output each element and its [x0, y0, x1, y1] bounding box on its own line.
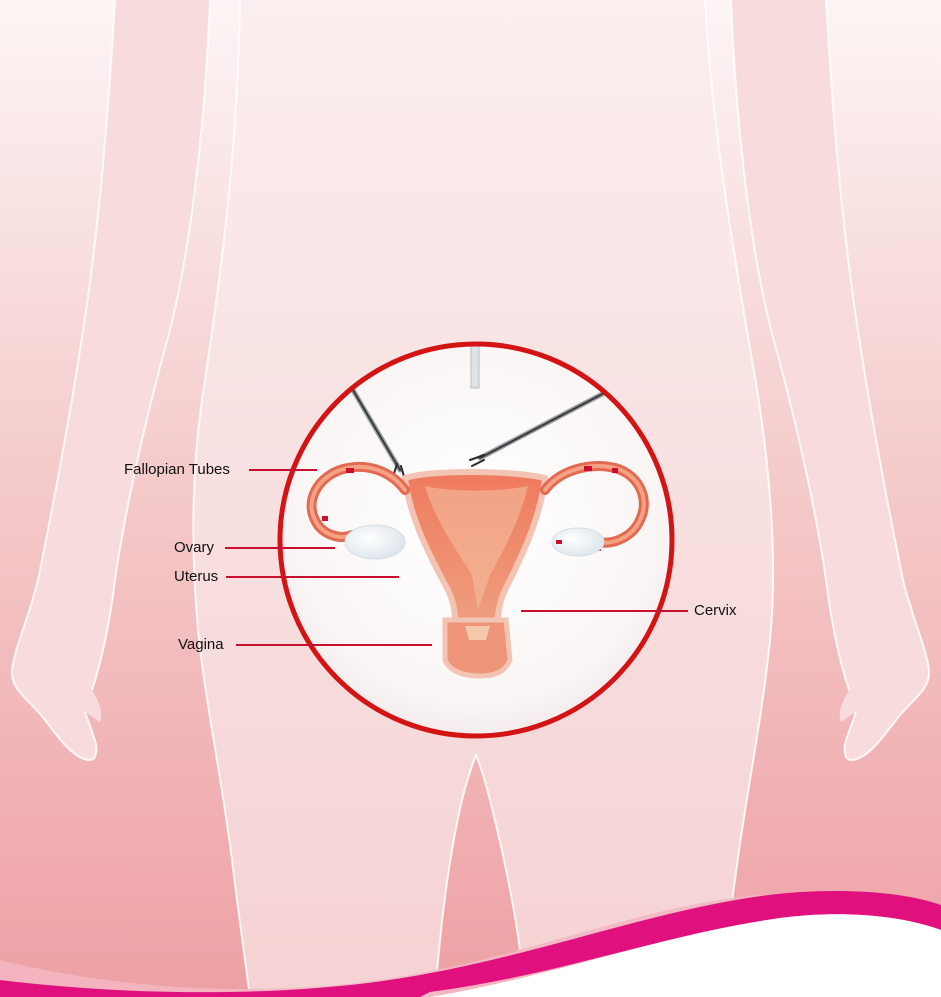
- label-uterus: Uterus: [174, 568, 218, 586]
- magnified-view: [280, 340, 672, 736]
- left-ovary: [345, 525, 405, 559]
- label-fallopian-tubes: Fallopian Tubes: [124, 461, 230, 479]
- label-ovary: Ovary: [174, 539, 214, 557]
- label-vagina: Vagina: [178, 636, 224, 654]
- label-cervix: Cervix: [694, 602, 737, 620]
